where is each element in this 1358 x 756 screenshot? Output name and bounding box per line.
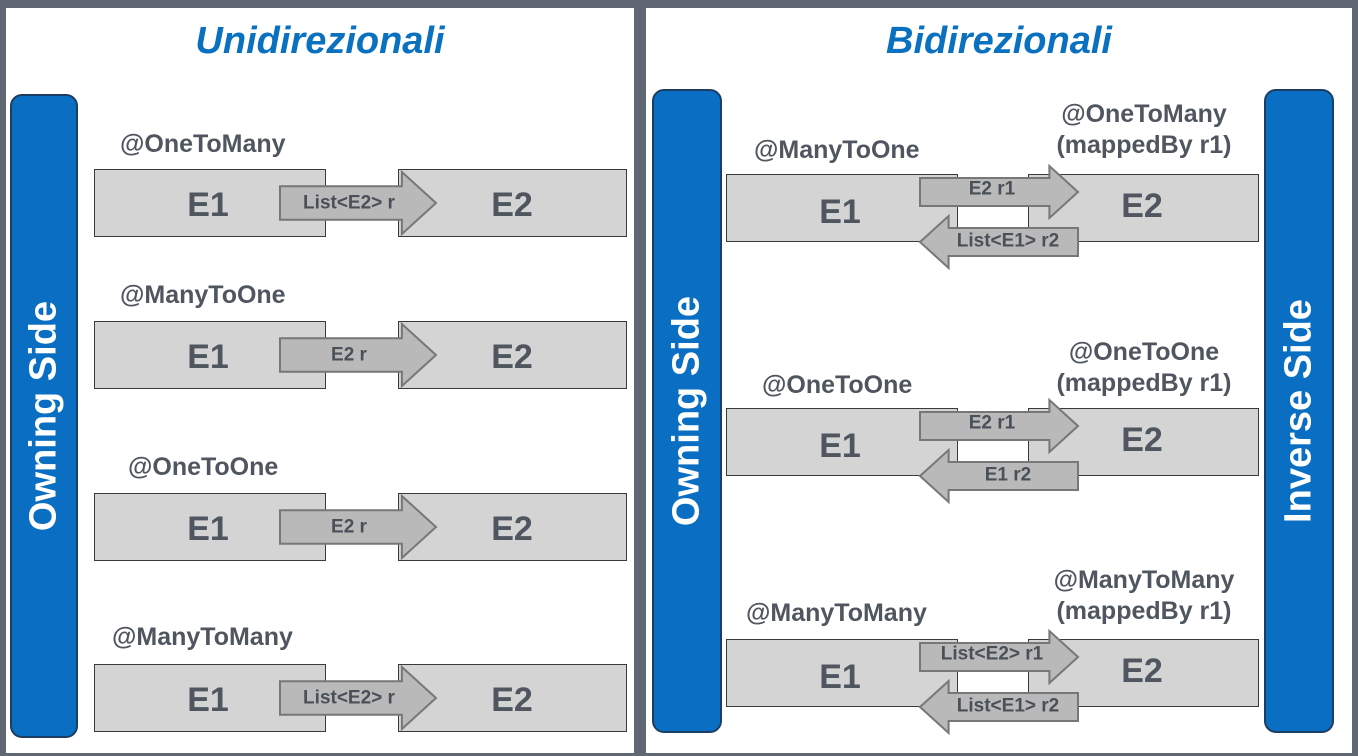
inverse-annotation: @OneToOne — [1068, 338, 1220, 366]
owning-side-bar: Owning Side — [652, 89, 722, 733]
back-arrow — [918, 213, 1079, 271]
owning-annotation: @ManyToOne — [754, 136, 920, 164]
bidirectional-title: Bidirezionali — [886, 20, 1112, 62]
relation-annotation: @OneToOne — [128, 453, 279, 481]
inverse-mapped-by: (mappedBy r1) — [1056, 369, 1232, 397]
forward-arrow — [919, 163, 1080, 221]
back-arrow-label: List<E1> r2 — [956, 230, 1060, 252]
forward-arrow — [919, 397, 1080, 455]
inverse-mapped-by: (mappedBy r1) — [1056, 131, 1232, 159]
unidirectional-title: Unidirezionali — [195, 20, 445, 62]
arrow-label: E2 r — [331, 344, 367, 366]
entity-label-e1: E1 — [819, 658, 861, 696]
entity-label-e1: E1 — [819, 427, 861, 465]
inverse-annotation: @OneToMany — [1061, 100, 1227, 128]
relation-annotation: @ManyToMany — [112, 623, 293, 651]
entity-label-e1: E1 — [187, 510, 229, 548]
bidirectional-panel: Bidirezionali Owning Side Inverse Side @… — [646, 8, 1352, 753]
forward-arrow-label: E2 r1 — [968, 178, 1016, 200]
arrow-label: E2 r — [331, 516, 367, 538]
relation-arrow — [279, 493, 438, 561]
arrow-label: List<E2> r — [303, 687, 395, 709]
inverse-annotation: @ManyToMany — [1053, 566, 1235, 594]
entity-label-e1: E1 — [819, 193, 861, 231]
owning-side-label: Owning Side — [22, 300, 65, 532]
back-arrow-label: E1 r2 — [984, 464, 1032, 486]
forward-arrow-label: List<E2> r1 — [940, 643, 1044, 665]
entity-label-e2: E2 — [491, 681, 533, 719]
inverse-mapped-by: (mappedBy r1) — [1056, 597, 1232, 625]
entity-label-e2: E2 — [1121, 652, 1163, 690]
entity-label-e2: E2 — [1121, 421, 1163, 459]
entity-label-e2: E2 — [1121, 187, 1163, 225]
back-arrow — [918, 447, 1079, 505]
relation-arrow — [279, 169, 438, 237]
entity-label-e1: E1 — [187, 338, 229, 376]
entity-label-e2: E2 — [491, 186, 533, 224]
relation-arrow — [279, 664, 438, 732]
forward-arrow-label: E2 r1 — [968, 412, 1016, 434]
relation-annotation: @ManyToOne — [120, 281, 286, 309]
forward-arrow — [919, 628, 1080, 686]
entity-label-e1: E1 — [187, 681, 229, 719]
back-arrow-label: List<E1> r2 — [956, 695, 1060, 717]
owning-annotation: @OneToOne — [762, 371, 913, 399]
arrow-label: List<E2> r — [303, 192, 395, 214]
entity-label-e2: E2 — [491, 338, 533, 376]
back-arrow — [918, 678, 1079, 736]
owning-side-bar: Owning Side — [10, 94, 78, 738]
entity-label-e1: E1 — [187, 186, 229, 224]
relation-arrow — [279, 321, 438, 389]
inverse-side-label: Inverse Side — [1277, 299, 1320, 523]
entity-label-e2: E2 — [491, 510, 533, 548]
relation-annotation: @OneToMany — [120, 130, 286, 158]
owning-side-label: Owning Side — [665, 295, 708, 527]
inverse-side-bar: Inverse Side — [1264, 89, 1334, 733]
owning-annotation: @ManyToMany — [746, 599, 927, 627]
